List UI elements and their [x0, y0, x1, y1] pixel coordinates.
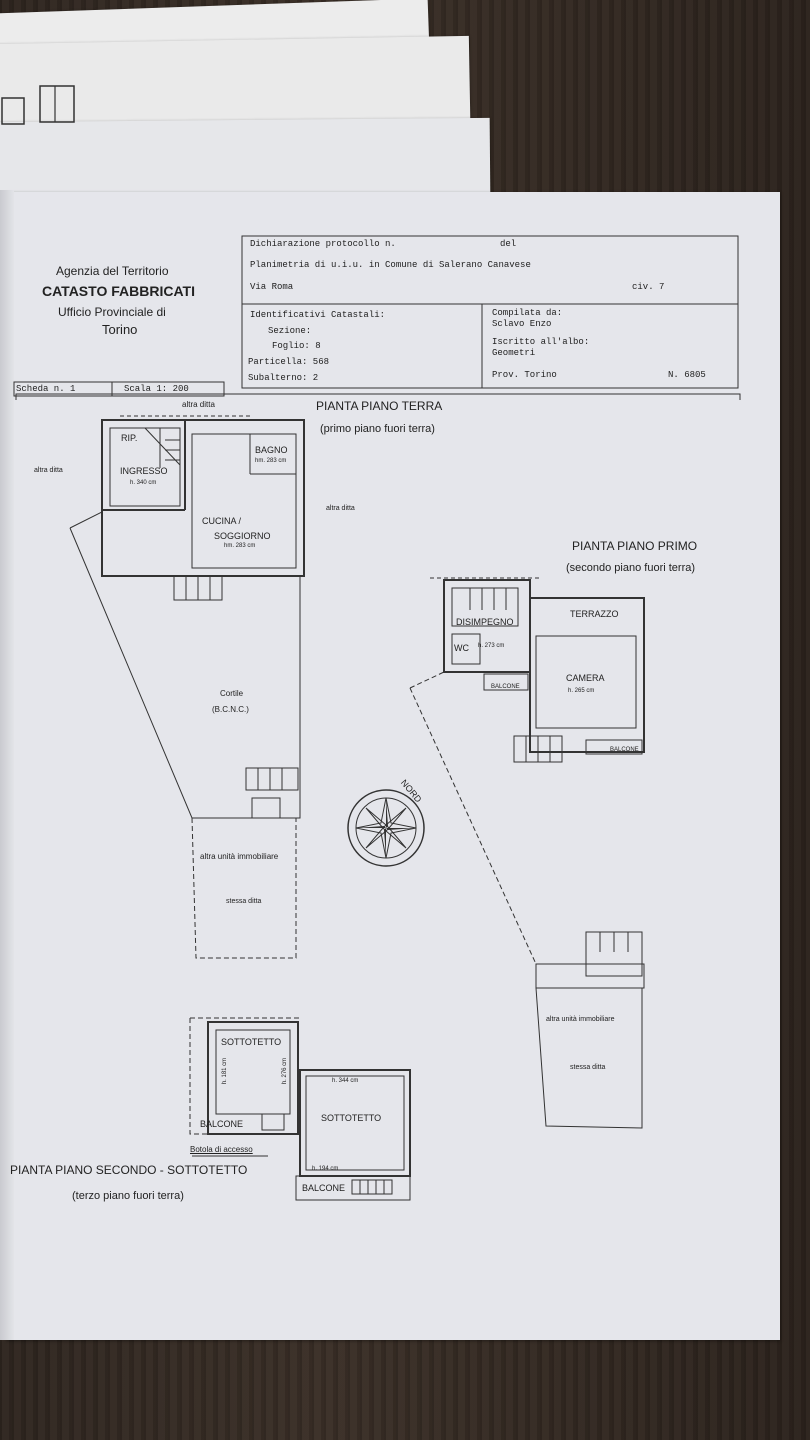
altra-ditta-left: altra ditta [34, 467, 63, 474]
ground-floor-subtitle: (primo piano fuori terra) [320, 423, 435, 435]
subalterno-label: Subalterno: 2 [248, 373, 319, 383]
compilata-label: Compilata da: [492, 308, 563, 318]
ground-floor-title: PIANTA PIANO TERRA [316, 399, 443, 413]
particella-label: Particella: 568 [248, 357, 330, 367]
agency-name: Agenzia del Territorio [56, 264, 169, 278]
room-cucina: CUCINA / [202, 516, 242, 526]
catasto-fabbricati: CATASTO FABBRICATI [42, 283, 195, 299]
room-wc: WC [454, 643, 469, 653]
stessa-ditta-first: stessa ditta [570, 1064, 606, 1071]
background-paper-marks [1, 85, 75, 125]
room-terrazzo: TERRAZZO [570, 609, 619, 619]
second-floor-title: PIANTA PIANO SECONDO - SOTTOTETTO [10, 1163, 248, 1177]
altra-ditta-right: altra ditta [326, 505, 355, 512]
ufficio-city: Torino [102, 322, 138, 337]
provincia-label: Prov. Torino [492, 370, 557, 380]
altra-unita-ground: altra unità immobiliare [200, 852, 279, 861]
balcone-second-1: BALCONE [200, 1119, 244, 1129]
courtyard-outline [69, 420, 103, 529]
compass-rose-icon [347, 789, 425, 867]
room-rip: RIP. [121, 433, 138, 443]
sottotetto-1-height: h. 181 cm [222, 1057, 229, 1085]
altra-ditta-top: altra ditta [182, 400, 215, 409]
first-floor-title: PIANTA PIANO PRIMO [572, 539, 698, 553]
identificativi-label: Identificativi Catastali: [250, 310, 386, 320]
foglio-label: Foglio: 8 [272, 341, 321, 351]
albo-label: Geometri [492, 348, 536, 358]
room-camera: CAMERA [566, 673, 605, 683]
sheet-fold-shadow [0, 190, 14, 1340]
cadastral-sheet [6, 192, 780, 1340]
del-label: del [500, 239, 517, 249]
ingresso-height: h. 340 cm [130, 480, 157, 486]
scala-label: Scala 1: 200 [124, 384, 189, 394]
planimetria-label: Planimetria di u.i.u. in Comune di Saler… [250, 260, 531, 270]
altra-unita-first: altra unità immobiliare [546, 1016, 615, 1023]
ground-floor-building [101, 419, 305, 577]
bcnc-label: (B.C.N.C.) [212, 705, 249, 714]
sezione-label: Sezione: [268, 326, 312, 336]
balcone-second-2: BALCONE [302, 1183, 346, 1193]
botola-label: Botola di accesso [190, 1145, 253, 1154]
balcone-second-height: h. 194 cm [312, 1166, 339, 1172]
room-bagno: BAGNO [255, 445, 288, 455]
wc-height: h. 273 cm [478, 643, 505, 649]
numero-albo: N. 6805 [668, 370, 706, 380]
second-floor-building [207, 1021, 299, 1135]
sottotetto-2-height: h. 344 cm [332, 1078, 359, 1084]
balcone-first-1: BALCONE [491, 684, 520, 690]
civico-label: civ. 7 [632, 282, 665, 292]
cortile-label: Cortile [220, 689, 244, 698]
room-sottotetto-1: SOTTOTETTO [221, 1037, 282, 1047]
scheda-label: Scheda n. 1 [16, 384, 76, 394]
bagno-height: hm. 283 cm [255, 458, 287, 464]
soggiorno-height: hm. 283 cm [224, 543, 256, 549]
room-sottotetto-2: SOTTOTETTO [321, 1113, 382, 1123]
ufficio-provinciale: Ufficio Provinciale di [58, 305, 166, 319]
stessa-ditta-ground: stessa ditta [226, 898, 262, 905]
sottotetto-2-height-side: h. 276 cm [282, 1057, 289, 1085]
dichiarazione-label: Dichiarazione protocollo n. [250, 239, 396, 249]
balcone-first-2: BALCONE [610, 747, 639, 753]
iscritto-label: Iscritto all'albo: [492, 337, 590, 347]
room-ingresso: INGRESSO [120, 466, 168, 476]
first-floor-subtitle: (secondo piano fuori terra) [566, 562, 696, 574]
second-floor-subtitle: (terzo piano fuori terra) [72, 1190, 184, 1202]
room-disimpegno: DISIMPEGNO [456, 617, 514, 627]
room-soggiorno: SOGGIORNO [214, 531, 271, 541]
via-label: Via Roma [250, 282, 294, 292]
header-table [13, 235, 741, 400]
compilatore-name: Sclavo Enzo [492, 319, 552, 329]
camera-height: h. 265 cm [568, 688, 595, 694]
